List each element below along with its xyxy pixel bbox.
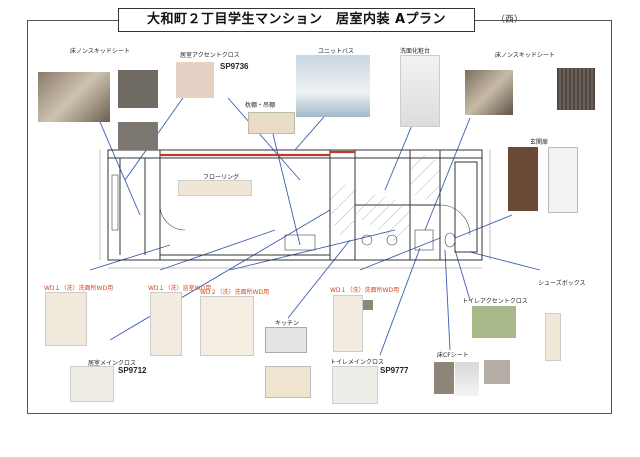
main-cloth-swatch xyxy=(70,366,114,402)
door-wd1a-swatch xyxy=(45,292,87,346)
label-kitchen: キッチン xyxy=(275,320,300,327)
label-toilet-accent-cloth: トイレアクセントクロス xyxy=(462,298,528,305)
page-title: 大和町２丁目学生マンション 居室内装 Aプラン xyxy=(118,8,475,32)
label-vanity: 洗面化粧台 xyxy=(400,48,431,55)
door-wd1b-swatch xyxy=(150,292,182,356)
label-shoes-box: シューズボックス xyxy=(538,280,586,287)
balcony-photo xyxy=(38,72,110,122)
floor-sheet-swatch-right xyxy=(557,68,595,110)
label-door-wd1b: WD１（洗）浴室WD用 xyxy=(148,285,212,292)
door-wd1c-swatch xyxy=(333,295,363,352)
label-shelf-hanger: 枕棚・吊棚 xyxy=(245,102,276,109)
label-room-accent-cloth: 居室アクセントクロス xyxy=(180,52,240,59)
main-cloth-code: SP9712 xyxy=(118,366,147,375)
toilet-accent-swatch xyxy=(472,306,516,338)
shoes-box-swatch xyxy=(545,313,561,361)
cf-sheet-swatch-2 xyxy=(484,360,510,384)
accent-cloth-swatch xyxy=(176,62,214,98)
label-entrance-door: 玄関扉 xyxy=(530,139,549,146)
label-door-wd1c: WD１（洗）洗面所WD用 xyxy=(330,287,400,294)
door-wd2-swatch xyxy=(200,296,254,356)
label-door-wd2: WD２（洗）洗面所WD用 xyxy=(200,289,270,296)
label-floor-sheet-left: 床ノンスキッドシート xyxy=(70,48,130,55)
entrance-door-swatch xyxy=(508,147,538,211)
label-unit-bath: ユニットバス xyxy=(318,48,355,55)
floor-sheet-swatch-left xyxy=(118,70,158,108)
flooring-swatch xyxy=(178,180,252,196)
cf-sheet-swatch xyxy=(434,362,454,394)
label-floor-cf-sheet: 床CFシート xyxy=(437,352,469,359)
toilet-photo xyxy=(455,362,479,396)
label-door-wd1a: WD１（洗）洗面所WD用 xyxy=(44,285,114,292)
kitchen-panel-swatch xyxy=(265,366,311,398)
hardware-swatch xyxy=(363,300,373,310)
label-room-main-cloth: 居室メインクロス xyxy=(88,360,137,367)
orientation-label: （西） xyxy=(496,15,524,25)
accent-cloth-code: SP9736 xyxy=(220,62,249,71)
entrance-door-inner-swatch xyxy=(548,147,578,213)
toilet-main-cloth-code: SP9777 xyxy=(380,366,409,375)
unit-bath-photo xyxy=(296,55,370,117)
corridor-photo xyxy=(465,70,513,115)
kitchen-swatch xyxy=(265,327,307,353)
label-flooring: フローリング xyxy=(203,174,240,181)
shelf-swatch xyxy=(248,112,295,134)
label-floor-sheet-right: 床ノンスキッドシート xyxy=(495,52,555,59)
floor-sheet-swatch-left-2 xyxy=(118,122,158,150)
label-toilet-main-cloth: トイレメインクロス xyxy=(330,359,385,366)
vanity-photo xyxy=(400,55,440,127)
toilet-main-cloth-swatch xyxy=(332,366,378,404)
